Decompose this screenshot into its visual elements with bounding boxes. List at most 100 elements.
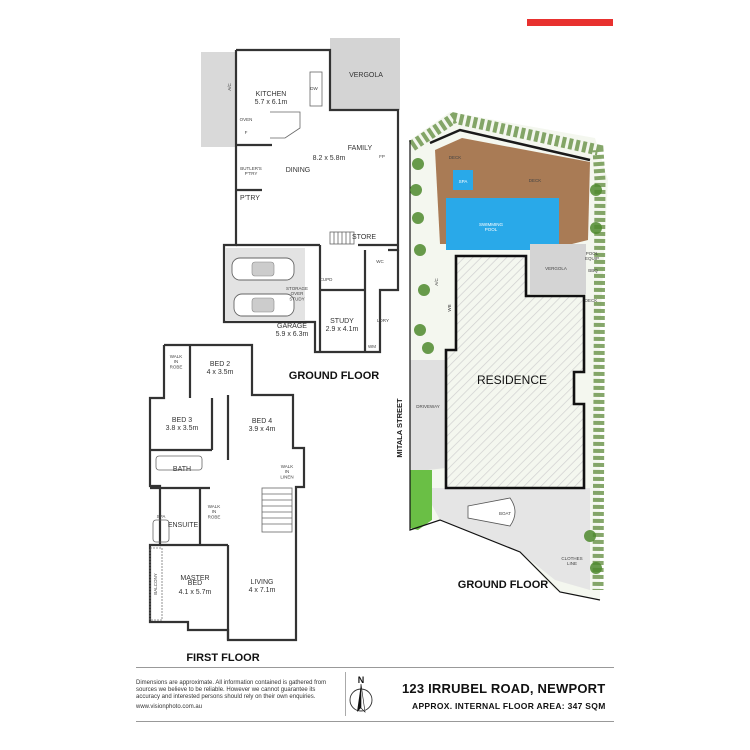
- boat-icon: [467, 497, 516, 527]
- north-arrow-icon: N: [349, 675, 373, 713]
- ac-label: A/C: [227, 83, 232, 91]
- website-link[interactable]: www.visionphoto.com.au: [136, 704, 203, 710]
- car-icon: [231, 257, 295, 281]
- label-line: POOL: [586, 251, 599, 256]
- site-ac-label: A/C: [434, 278, 439, 286]
- deck-top-label: DECK: [449, 155, 462, 160]
- footer-divider-top: [136, 667, 614, 668]
- site-spa: [453, 170, 473, 190]
- floor-area: APPROX. INTERNAL FLOOR AREA: 347 SQM: [412, 701, 606, 711]
- label-line: STORAGE: [286, 286, 308, 291]
- fridge-label: F: [245, 130, 248, 135]
- cupd-label: CUPD: [320, 277, 334, 282]
- label-line: ROBE: [208, 514, 221, 519]
- kitchen-dims: 5.7 x 6.1m: [255, 99, 288, 106]
- fireplace-label: FP: [379, 154, 385, 159]
- store-label: STORE: [352, 234, 376, 241]
- disclaimer-text: Dimensions are approximate. All informat…: [136, 680, 327, 701]
- trees: [410, 158, 602, 574]
- driveway-area: [410, 360, 446, 472]
- label-line: WALK: [281, 464, 294, 469]
- label-line: ROBE: [170, 364, 183, 369]
- label-line: STUDY: [289, 296, 304, 301]
- residence-outline: [444, 254, 586, 490]
- spa-label: SPA: [157, 514, 166, 519]
- garage-dims: 5.9 x 6.3m: [276, 331, 309, 338]
- label-line: SWIMMING: [479, 222, 503, 227]
- swimming-pool: [446, 198, 559, 250]
- ground-floor-heading: GROUND FLOOR: [289, 370, 379, 382]
- dining-label: DINING: [286, 167, 311, 174]
- footer-divider-bottom: [136, 721, 614, 722]
- label-line: MASTER: [180, 575, 209, 582]
- wb-label: WB: [447, 304, 452, 311]
- laundry-label: LDRY: [377, 318, 389, 323]
- label-line: WALK: [208, 504, 221, 509]
- label-line: LINEN: [280, 474, 293, 479]
- vergola-area: [330, 38, 400, 110]
- deck-right-label: DECK: [529, 178, 542, 183]
- garage-label: GARAGE: [277, 323, 307, 330]
- residence-label: RESIDENCE: [477, 373, 547, 387]
- bed2-label: BED 2: [210, 361, 230, 368]
- family-dims: 8.2 x 5.8m: [313, 155, 346, 162]
- driveway-label: DRIVEWAY: [416, 404, 440, 409]
- study-label: STUDY: [330, 318, 354, 325]
- site-ground-floor-heading: GROUND FLOOR: [458, 579, 548, 591]
- oven-label: OVEN: [240, 117, 253, 122]
- bed2-dims: 4 x 3.5m: [207, 369, 234, 376]
- label-line: IN: [174, 359, 179, 364]
- ground-floor-plan: KITCHEN 5.7 x 6.1m VERGOLA FAMILY 8.2 x …: [201, 38, 400, 382]
- living-label: LIVING: [251, 579, 274, 586]
- north-label: N: [358, 675, 365, 685]
- balcony-label: BALCONY: [153, 573, 158, 595]
- site-spa-label: SPA: [459, 179, 468, 184]
- vergola-label: VERGOLA: [349, 72, 383, 79]
- deck-side-label: DECK: [585, 298, 598, 303]
- dishwasher-label: DW: [310, 86, 318, 91]
- label-line: POOL: [485, 227, 498, 232]
- bath-label: BATH: [173, 466, 191, 473]
- label-line: P'TRY: [245, 171, 258, 176]
- lawn-area: [410, 470, 432, 530]
- site-vergola: [530, 244, 586, 294]
- study-dims: 2.9 x 4.1m: [326, 326, 359, 333]
- first-floor-plan: BED 2 4 x 3.5m BED 3 3.8 x 3.5m BED 4 3.…: [148, 343, 306, 664]
- ensuite-label: ENSUITE: [168, 522, 199, 529]
- bed4-dims: 3.9 x 4m: [249, 426, 276, 433]
- brand-accent-bar: [527, 19, 613, 26]
- boat-label: BOAT: [499, 511, 511, 516]
- family-label: FAMILY: [348, 145, 373, 152]
- ac-yard: [201, 52, 236, 147]
- street-label: MITALA STREET: [395, 398, 404, 458]
- label-line: EQUIP: [585, 256, 599, 261]
- label-line: BED: [188, 580, 202, 587]
- site-plan: RESIDENCE MITALA STREET DRIVEWAY BOAT CL…: [395, 112, 608, 601]
- label-line: OVER: [291, 291, 305, 296]
- kitchen-label: KITCHEN: [256, 91, 287, 98]
- master-bed-dims: 4.1 x 5.7m: [179, 589, 212, 596]
- site-vergola-label: VERGOLA: [545, 266, 567, 271]
- bbq-label: BBQ: [588, 268, 598, 273]
- living-dims: 4 x 7.1m: [249, 587, 276, 594]
- label-line: BUTLER'S: [240, 166, 262, 171]
- label-line: WALK: [170, 354, 183, 359]
- wm-label: WM: [368, 344, 376, 349]
- label-line: CLOTHES: [561, 556, 582, 561]
- first-floor-heading: FIRST FLOOR: [186, 652, 259, 664]
- bed3-dims: 3.8 x 3.5m: [166, 425, 199, 432]
- footer-divider-vertical: [345, 672, 346, 716]
- bed3-label: BED 3: [172, 417, 192, 424]
- car-icon: [233, 293, 295, 317]
- wc-label: WC: [376, 259, 384, 264]
- label-line: IN: [212, 509, 217, 514]
